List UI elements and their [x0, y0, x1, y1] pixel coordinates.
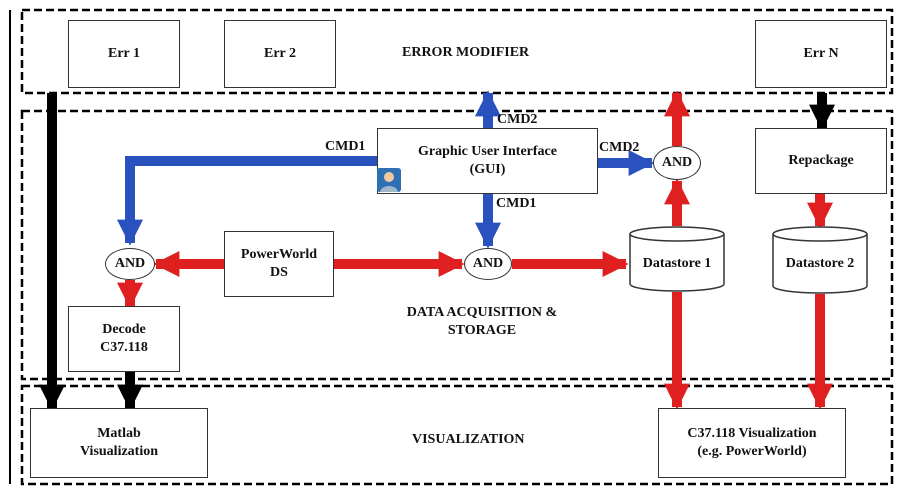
error-modifier-region: [20, 8, 894, 95]
cmd2-right-label: CMD2: [599, 140, 640, 155]
cmd1-left-arrow: [117, 156, 377, 246]
data-acquisition-region: [20, 109, 894, 381]
err1-label: Err 1: [107, 46, 140, 61]
gui-box: Graphic User Interface (GUI): [377, 128, 598, 194]
gui-label: Graphic User Interface (GUI): [418, 144, 557, 177]
and-gate-mid-label: AND: [472, 256, 504, 271]
and-gate-left-label: AND: [114, 256, 146, 271]
err1-box: Err 1: [68, 20, 180, 88]
and-gate-top-label: AND: [661, 155, 693, 170]
powerworld-ds-label: PowerWorld DS: [240, 247, 318, 280]
matlab-visualization-box: Matlab Visualization: [30, 408, 208, 478]
err2-label: Err 2: [263, 46, 296, 61]
decode-label: Decode C37.118: [100, 322, 148, 355]
powerworld-ds-box: PowerWorld DS: [224, 231, 334, 297]
matlab-visualization-label: Matlab Visualization: [79, 426, 159, 459]
cmd1-down-label: CMD1: [496, 196, 537, 211]
datastore1-label: Datastore 1: [642, 256, 712, 271]
datastore1-cylinder: Datastore 1: [629, 226, 725, 292]
visualization-region: [20, 384, 894, 486]
cmd2-up-label: CMD2: [497, 112, 538, 127]
errn-label: Err N: [803, 46, 839, 61]
and-gate-mid: AND: [464, 248, 512, 280]
visualization-title: VISUALIZATION: [412, 432, 525, 447]
data-acquisition-title: DATA ACQUISITION & STORAGE: [406, 305, 558, 338]
decode-box: Decode C37.118: [68, 306, 180, 372]
repackage-label: Repackage: [788, 153, 854, 168]
user-avatar-icon: [377, 168, 401, 192]
errn-box: Err N: [755, 20, 887, 88]
repackage-box: Repackage: [755, 128, 887, 194]
cmd1-left-label: CMD1: [325, 139, 366, 154]
c37-visualization-box: C37.118 Visualization (e.g. PowerWorld): [658, 408, 846, 478]
and-gate-top: AND: [653, 146, 701, 180]
and-gate-left: AND: [105, 248, 155, 280]
datastore2-label: Datastore 2: [785, 256, 855, 271]
c37-visualization-label: C37.118 Visualization (e.g. PowerWorld): [687, 426, 817, 459]
err2-box: Err 2: [224, 20, 336, 88]
error-modifier-title: ERROR MODIFIER: [402, 45, 530, 60]
datastore2-cylinder: Datastore 2: [772, 226, 868, 294]
